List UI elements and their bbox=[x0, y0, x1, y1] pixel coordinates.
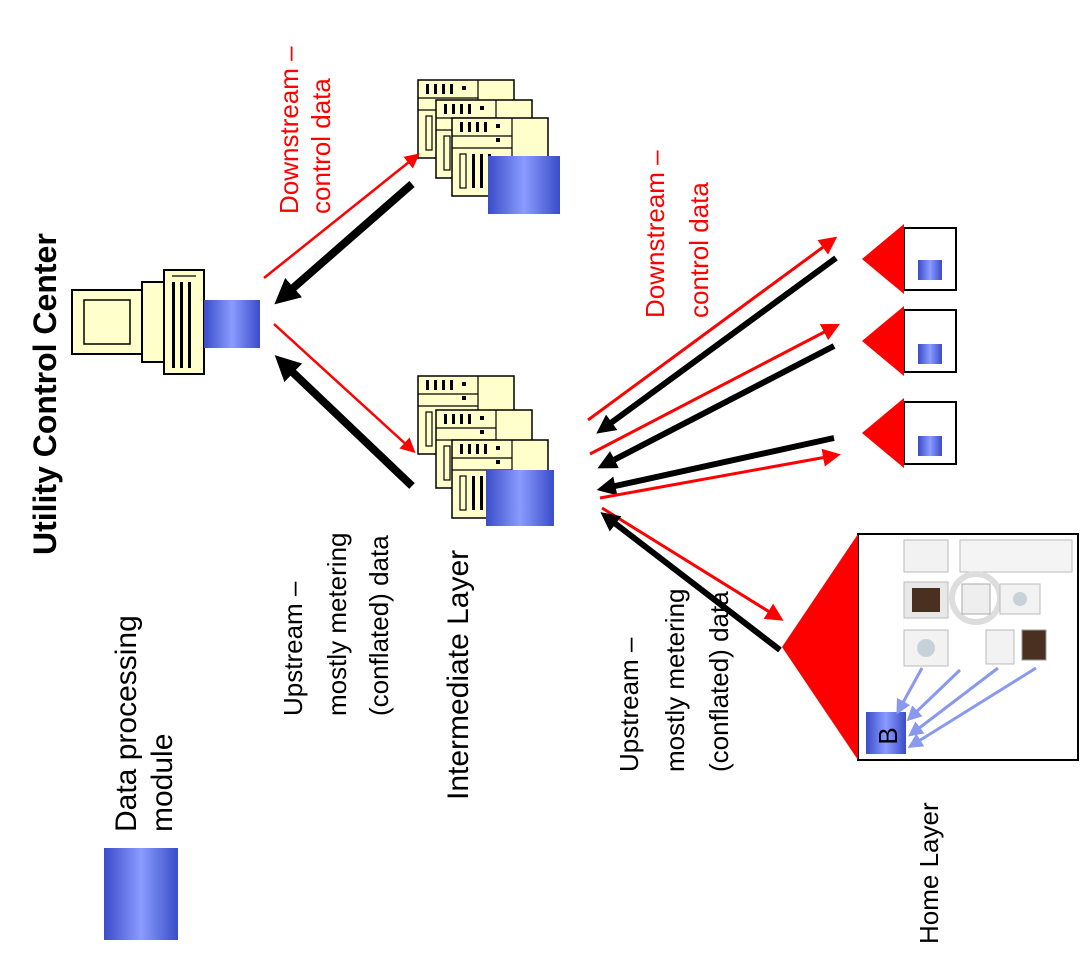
house-1 bbox=[862, 224, 957, 294]
legend-text-line2: module bbox=[146, 734, 179, 832]
appliance-arrow-3 bbox=[908, 666, 999, 737]
upstream-left-line1: Upstream – bbox=[278, 581, 308, 716]
upstream-arrow-house-2 bbox=[597, 343, 836, 469]
appliance-icons bbox=[903, 539, 1073, 667]
house-3 bbox=[862, 398, 957, 468]
control-center-module bbox=[204, 300, 260, 348]
downstream-top-line2: control data bbox=[306, 78, 336, 214]
downstream-arrow-house-3 bbox=[599, 448, 841, 500]
upstream-bottom-line2: mostly metering bbox=[660, 589, 690, 773]
downstream-right-line2: control data bbox=[684, 182, 714, 318]
downstream-arrow-house-1 bbox=[587, 236, 838, 422]
upstream-bottom-line1: Upstream – bbox=[614, 637, 644, 772]
upstream-left-line3: (conflated) data bbox=[364, 535, 394, 716]
upstream-arrow-home bbox=[600, 512, 782, 653]
downstream-top-line1: Downstream – bbox=[274, 46, 304, 214]
downstream-arrow-home bbox=[601, 506, 784, 621]
home-layer-house: B bbox=[782, 533, 1079, 761]
downstream-arrow-intermediate bbox=[273, 323, 416, 454]
control-center-computer-icon bbox=[71, 269, 205, 375]
diagram-title: Utility Control Center bbox=[27, 233, 63, 555]
upstream-arrow-house-3 bbox=[596, 435, 835, 496]
house-2 bbox=[862, 306, 957, 376]
downstream-arrow-top bbox=[263, 153, 420, 279]
upstream-arrow-top bbox=[274, 180, 415, 305]
upper-server-module bbox=[488, 156, 560, 214]
upstream-arrow-house-1 bbox=[596, 255, 838, 434]
home-layer-label: Home Layer bbox=[914, 802, 944, 944]
downstream-arrow-house-2 bbox=[589, 323, 840, 456]
intermediate-server-module bbox=[486, 470, 554, 526]
downstream-right-line1: Downstream – bbox=[640, 150, 670, 318]
upstream-left-line2: mostly metering bbox=[322, 533, 352, 717]
legend-text-line1: Data processing bbox=[110, 615, 143, 832]
appliance-arrow-1 bbox=[896, 667, 924, 715]
intermediate-layer-label: Intermediate Layer bbox=[442, 550, 475, 800]
appliance-arrow-4 bbox=[907, 666, 1037, 748]
upstream-bottom-line3: (conflated) data bbox=[704, 591, 734, 772]
legend-module-swatch bbox=[104, 848, 178, 940]
upstream-arrow-intermediate bbox=[274, 355, 415, 489]
home-module-letter: B bbox=[873, 727, 903, 744]
home-layer-module bbox=[866, 712, 906, 754]
appliance-arrow-2 bbox=[906, 668, 962, 722]
